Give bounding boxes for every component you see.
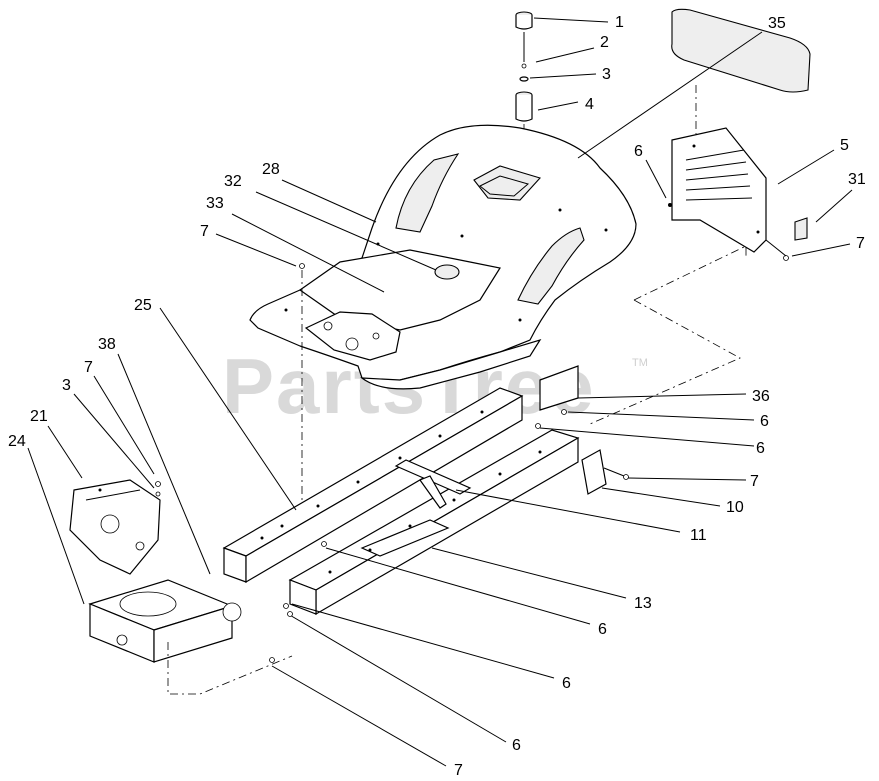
callout-7-shield: 7 bbox=[84, 359, 93, 376]
bracket-10 bbox=[581, 449, 607, 495]
knob-assembly bbox=[515, 11, 533, 178]
callout-3: 3 bbox=[602, 66, 611, 83]
dash-guide-plate-24 bbox=[167, 642, 293, 695]
frame-rails-25 bbox=[222, 387, 580, 616]
callout-3-shield: 3 bbox=[62, 377, 71, 394]
callout-25: 25 bbox=[134, 297, 152, 314]
callout-4: 4 bbox=[585, 96, 594, 113]
callout-6-frame-c: 6 bbox=[512, 737, 521, 754]
nut-6-d bbox=[283, 603, 289, 609]
callout-1: 1 bbox=[615, 14, 624, 31]
bolt-7-bracket bbox=[603, 467, 625, 477]
callout-6-bracket-a: 6 bbox=[760, 413, 769, 430]
callout-13: 13 bbox=[634, 595, 652, 612]
engine-plate-24 bbox=[88, 579, 275, 663]
callout-2: 2 bbox=[600, 34, 609, 51]
screw-7-fender bbox=[299, 263, 305, 269]
leader-lines bbox=[27, 17, 853, 767]
callout-28: 28 bbox=[262, 161, 280, 178]
callout-7-bracket: 7 bbox=[750, 473, 759, 490]
callout-21: 21 bbox=[30, 408, 48, 425]
callout-5: 5 bbox=[840, 137, 849, 154]
callout-10: 10 bbox=[726, 499, 744, 516]
callout-24: 24 bbox=[8, 433, 26, 450]
callout-labels: 1 2 3 4 35 5 6 31 7 28 32 33 7 25 38 7 3… bbox=[8, 14, 866, 779]
decal-31 bbox=[794, 217, 808, 241]
callout-7-fender: 7 bbox=[200, 223, 209, 240]
shield-21 bbox=[69, 479, 161, 575]
rear-plate-5 bbox=[668, 127, 789, 261]
callout-7-rear: 7 bbox=[856, 235, 865, 252]
nut-6-a bbox=[561, 409, 567, 415]
callout-38: 38 bbox=[98, 336, 116, 353]
decal-35 bbox=[671, 8, 811, 93]
callout-32: 32 bbox=[224, 173, 242, 190]
callout-33: 33 bbox=[206, 195, 224, 212]
callout-6-bracket-b: 6 bbox=[756, 440, 765, 457]
watermark-trademark: TM bbox=[632, 357, 648, 369]
callout-36: 36 bbox=[752, 388, 770, 405]
callout-31: 31 bbox=[848, 171, 866, 188]
dash-guide-plate bbox=[633, 245, 747, 301]
callout-6-frame-a: 6 bbox=[598, 621, 607, 638]
callout-11: 11 bbox=[690, 527, 707, 544]
nut-6-e bbox=[287, 611, 293, 617]
dash-guide-plate-frame bbox=[589, 299, 741, 425]
callout-7-frame: 7 bbox=[454, 762, 463, 779]
fender-deck-28 bbox=[249, 124, 637, 390]
callout-6-frame-b: 6 bbox=[562, 675, 571, 692]
nut-6-b bbox=[535, 423, 541, 429]
callout-6-rear: 6 bbox=[634, 143, 643, 160]
callout-35: 35 bbox=[768, 15, 786, 32]
